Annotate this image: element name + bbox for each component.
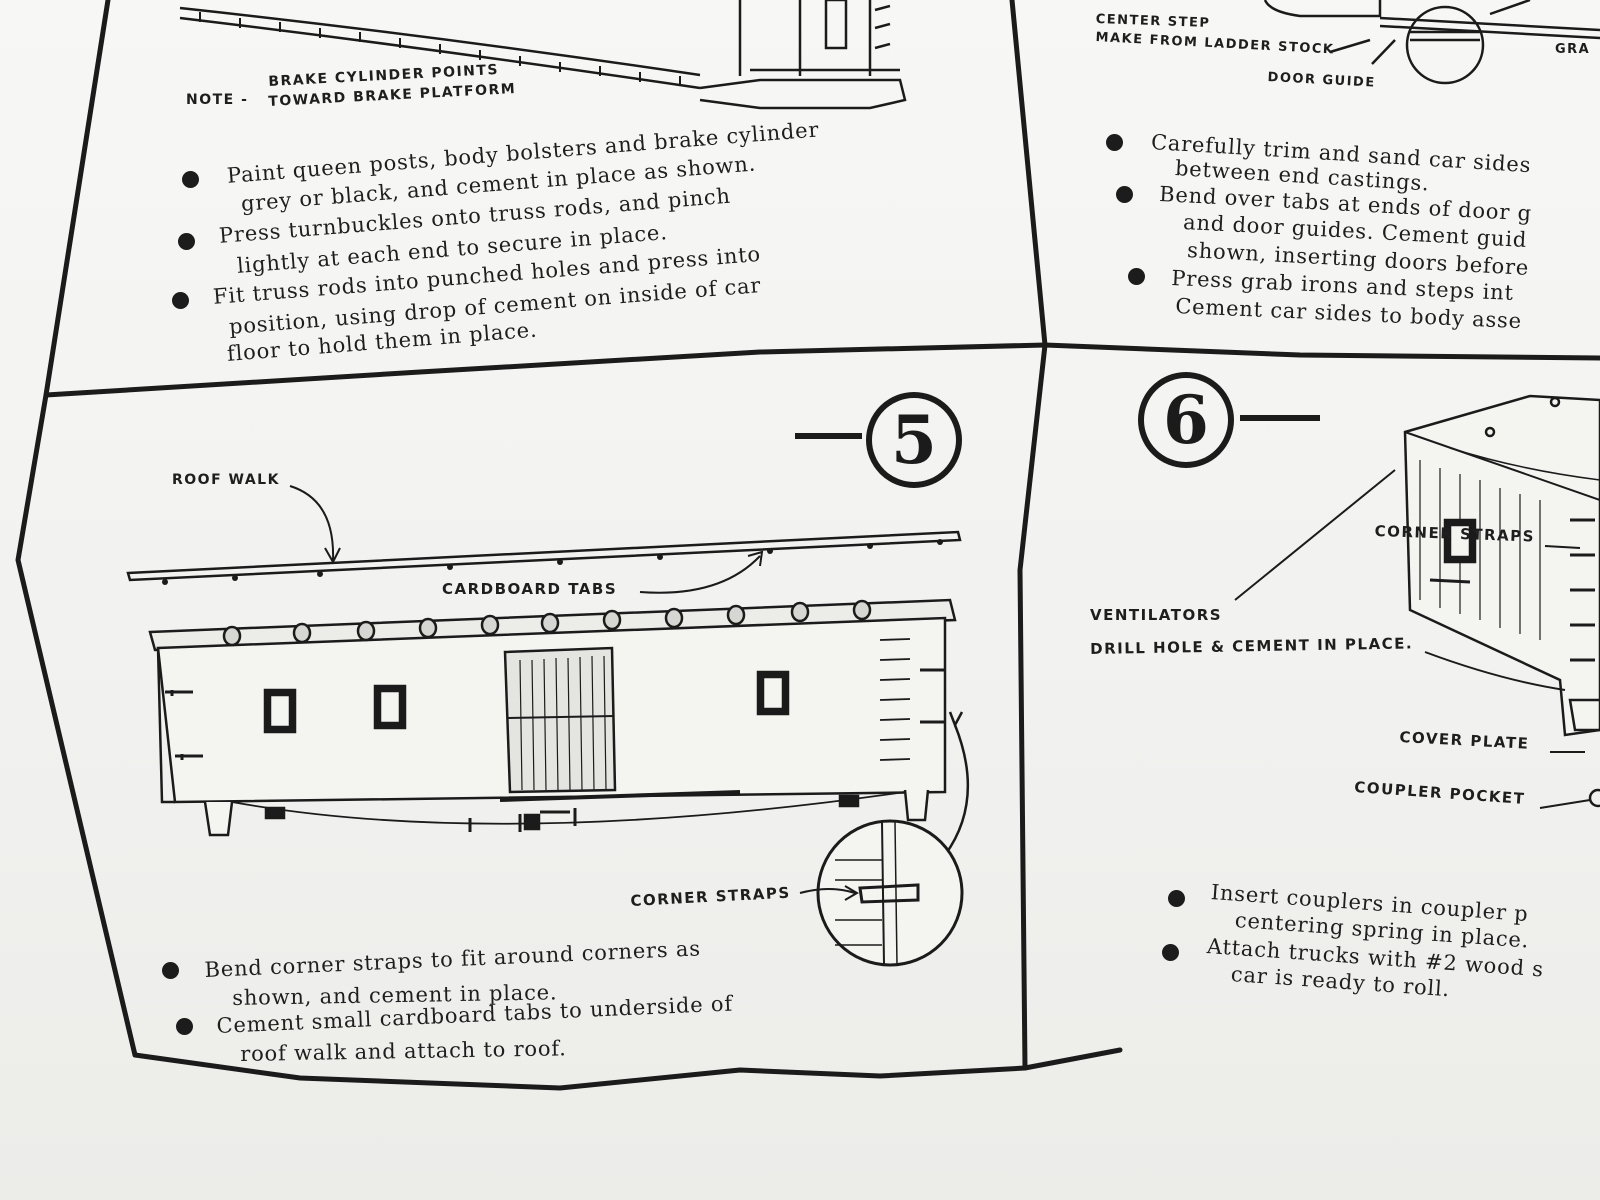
bullet-icon bbox=[1128, 268, 1145, 285]
bullet-icon bbox=[162, 962, 179, 979]
bullet-icon bbox=[1106, 134, 1123, 151]
bullet-icon bbox=[182, 171, 199, 188]
bullet-icon bbox=[176, 1018, 193, 1035]
label-roof-walk: ROOF WALK bbox=[172, 472, 280, 488]
label-ventilators: VENTILATORS bbox=[1090, 606, 1223, 624]
bullet-icon bbox=[172, 292, 189, 309]
label-grab: GRA bbox=[1555, 42, 1591, 57]
note-prefix: NOTE - bbox=[186, 92, 249, 108]
bullet-icon bbox=[1162, 944, 1179, 961]
bullet-icon bbox=[1116, 186, 1133, 203]
step-number-6: 6 bbox=[1138, 372, 1234, 468]
bullet-icon bbox=[178, 233, 195, 250]
label-cardboard-tabs: CARDBOARD TABS bbox=[442, 580, 618, 598]
panel5-line-4: roof walk and attach to roof. bbox=[240, 1036, 567, 1066]
bullet-icon bbox=[1168, 890, 1185, 907]
step-number-5: 5 bbox=[866, 392, 962, 488]
